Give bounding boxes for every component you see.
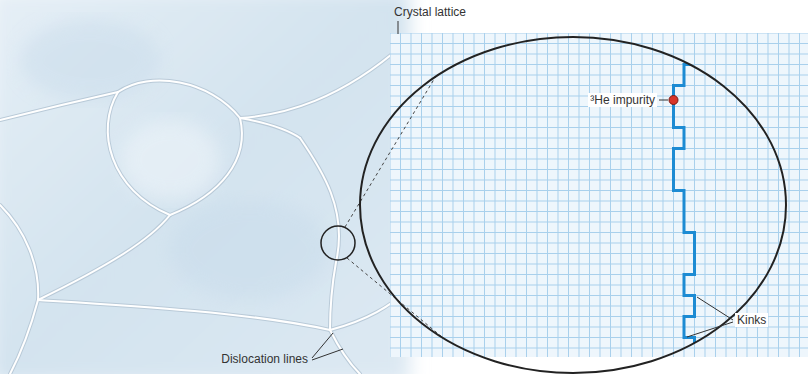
dislocation-line (674, 30, 695, 374)
lattice-label: Crystal lattice (392, 5, 468, 19)
leader-lines (312, 21, 733, 360)
crystal-panel (0, 0, 410, 374)
zoom-circle (321, 226, 355, 260)
shade (170, 200, 330, 300)
kinks-label: Kinks (735, 313, 768, 327)
dislocation-label: Dislocation lines (219, 352, 310, 366)
impurity-label: ³He impurity (588, 93, 657, 107)
dislocation-network (0, 44, 404, 374)
crystal-ground (0, 0, 410, 374)
dislocation-staircase (674, 30, 695, 374)
shade (120, 120, 220, 200)
lattice-ground (390, 33, 808, 357)
shade (20, 20, 160, 100)
impurity-atom (669, 96, 678, 105)
magnified-view (360, 37, 786, 373)
crystal-lattice (390, 33, 808, 357)
